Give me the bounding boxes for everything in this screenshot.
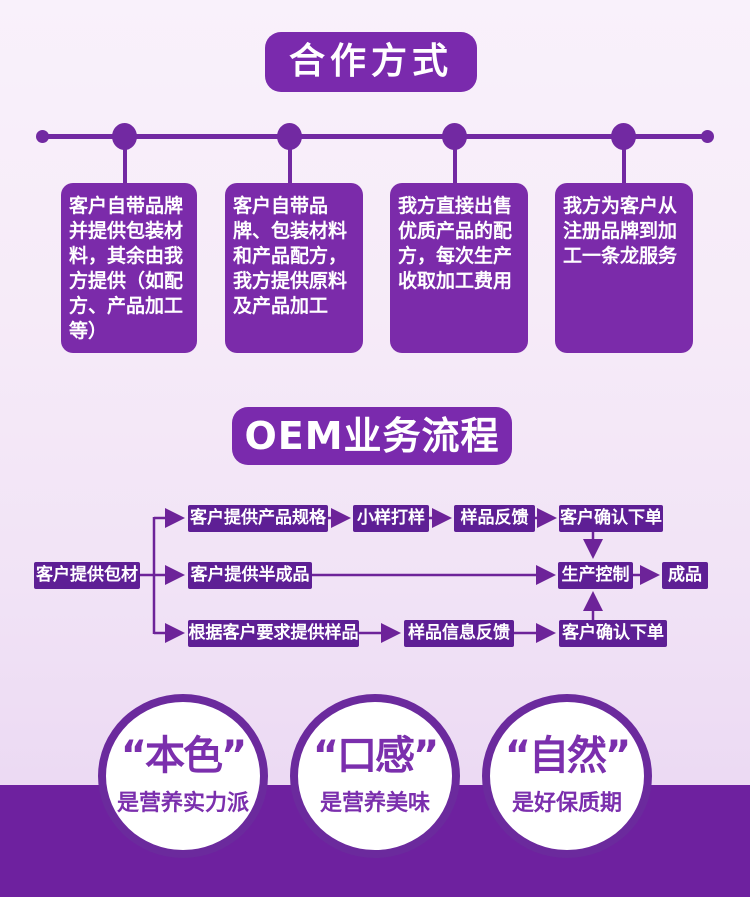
timeline-line — [40, 134, 710, 139]
timeline-stem — [453, 137, 457, 184]
timeline-stem — [622, 137, 626, 184]
timeline-endpoint-left — [36, 130, 49, 143]
feature-subtitle: 是营养美味 — [319, 791, 430, 816]
timeline-endpoint-right — [701, 130, 714, 143]
cooperation-card-2: 客户自带品牌、包装材料和产品配方，我方提供原料及产品加工 — [225, 183, 363, 353]
feature-title: “口感” — [312, 733, 440, 779]
feature-subtitle: 是好保质期 — [511, 791, 622, 816]
cooperation-card-3: 我方直接出售优质产品的配方，每次生产收取加工费用 — [390, 183, 528, 353]
flow-box-sample-info: 样品信息反馈 — [404, 620, 514, 647]
flow-box-semi-finished: 客户提供半成品 — [188, 562, 312, 589]
flow-box-finished-product: 成品 — [662, 562, 708, 589]
timeline-stem — [123, 137, 127, 184]
cooperation-card-1: 客户自带品牌并提供包装材料，其余由我方提供（如配方、产品加工等） — [61, 183, 197, 353]
feature-circle-color: “本色” 是营养实力派 — [98, 694, 268, 858]
flow-start-box: 客户提供包材 — [34, 562, 140, 589]
oem-title-banner: OEM业务流程 — [232, 407, 512, 465]
feature-circle-natural: “自然” 是好保质期 — [482, 694, 652, 858]
flow-box-custom-sample: 根据客户要求提供样品 — [188, 620, 359, 647]
flow-box-confirm-order-1: 客户确认下单 — [559, 505, 663, 532]
feature-subtitle: 是营养实力派 — [116, 791, 249, 816]
feature-circle-taste: “口感” 是营养美味 — [290, 694, 460, 858]
flow-box-production-ctrl: 生产控制 — [558, 562, 633, 589]
feature-title: “自然” — [504, 733, 632, 779]
feature-title: “本色” — [120, 733, 248, 779]
timeline-stem — [288, 137, 292, 184]
flow-box-sample-feedback: 样品反馈 — [454, 505, 535, 532]
flow-box-confirm-order-2: 客户确认下单 — [559, 620, 667, 647]
flow-box-product-spec: 客户提供产品规格 — [188, 505, 328, 532]
flow-box-sample-making: 小样打样 — [353, 505, 429, 532]
cooperation-card-4: 我方为客户从注册品牌到加工一条龙服务 — [555, 183, 693, 353]
cooperation-title-banner: 合作方式 — [265, 32, 477, 92]
